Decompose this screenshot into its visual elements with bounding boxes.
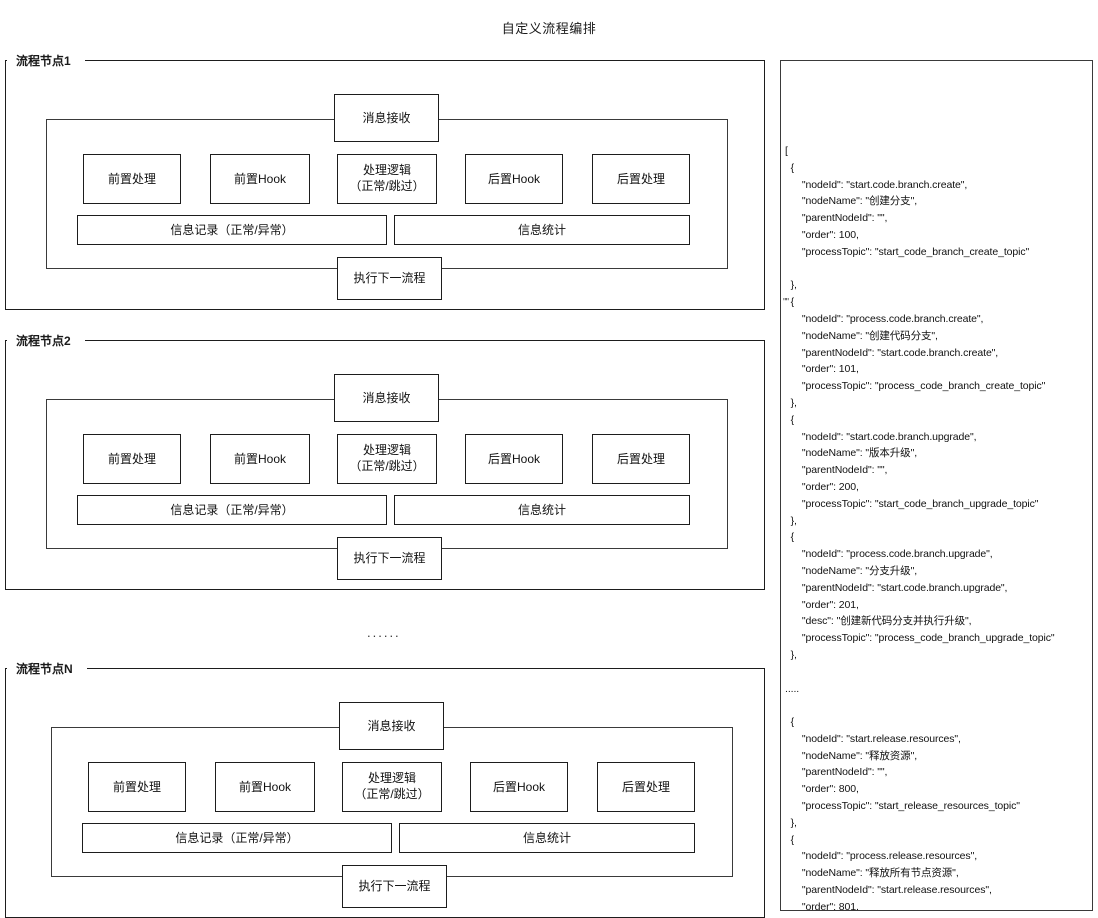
process-logic-box-1[interactable]: 处理逻辑 （正常/跳过）	[337, 154, 437, 204]
info-statistics-box-2[interactable]: 信息统计	[394, 495, 690, 525]
pre-process-box-1[interactable]: 前置处理	[83, 154, 181, 204]
node-config-json-code: [ { "nodeId": "start.code.branch.create"…	[785, 145, 1055, 911]
info-record-box-2[interactable]: 信息记录（正常/异常）	[77, 495, 387, 525]
process-logic-label-1: 处理逻辑 （正常/跳过）	[349, 163, 425, 193]
flow-node-group-n: 流程节点N 消息接收 前置处理 前置Hook 处理逻辑 （正常/跳过） 后置Ho…	[5, 660, 765, 918]
groups-ellipsis: ......	[367, 625, 401, 640]
post-hook-box-n[interactable]: 后置Hook	[470, 762, 568, 812]
process-logic-label-n: 处理逻辑 （正常/跳过）	[354, 771, 430, 801]
pre-hook-box-2[interactable]: 前置Hook	[210, 434, 310, 484]
json-artifact-mark: ""	[783, 297, 789, 308]
flow-node-group-2: 流程节点2 消息接收 前置处理 前置Hook 处理逻辑 （正常/跳过） 后置Ho…	[5, 332, 765, 590]
flow-node-group-1: 流程节点1 消息接收 前置处理 前置Hook 处理逻辑 （正常/跳过） 后置Ho…	[5, 52, 765, 310]
pre-hook-box-1[interactable]: 前置Hook	[210, 154, 310, 204]
pre-hook-box-n[interactable]: 前置Hook	[215, 762, 315, 812]
post-process-box-n[interactable]: 后置处理	[597, 762, 695, 812]
pre-process-box-2[interactable]: 前置处理	[83, 434, 181, 484]
node-config-json-panel[interactable]: "" [ { "nodeId": "start.code.branch.crea…	[780, 60, 1093, 911]
post-process-box-2[interactable]: 后置处理	[592, 434, 690, 484]
post-hook-box-2[interactable]: 后置Hook	[465, 434, 563, 484]
process-logic-box-n[interactable]: 处理逻辑 （正常/跳过）	[342, 762, 442, 812]
post-process-box-1[interactable]: 后置处理	[592, 154, 690, 204]
process-logic-label-2: 处理逻辑 （正常/跳过）	[349, 443, 425, 473]
info-statistics-box-n[interactable]: 信息统计	[399, 823, 695, 853]
next-flow-box-1[interactable]: 执行下一流程	[337, 257, 442, 300]
message-receive-box-1[interactable]: 消息接收	[334, 94, 439, 142]
pre-process-box-n[interactable]: 前置处理	[88, 762, 186, 812]
flow-node-group-2-legend: 流程节点2	[14, 332, 77, 349]
info-record-box-n[interactable]: 信息记录（正常/异常）	[82, 823, 392, 853]
flow-diagram-column: 流程节点1 消息接收 前置处理 前置Hook 处理逻辑 （正常/跳过） 后置Ho…	[5, 52, 765, 918]
next-flow-box-n[interactable]: 执行下一流程	[342, 865, 447, 908]
flow-node-group-n-legend: 流程节点N	[14, 660, 79, 677]
post-hook-box-1[interactable]: 后置Hook	[465, 154, 563, 204]
flow-node-group-1-legend: 流程节点1	[14, 52, 77, 69]
message-receive-box-2[interactable]: 消息接收	[334, 374, 439, 422]
process-logic-box-2[interactable]: 处理逻辑 （正常/跳过）	[337, 434, 437, 484]
next-flow-box-2[interactable]: 执行下一流程	[337, 537, 442, 580]
page-title: 自定义流程编排	[501, 21, 597, 36]
info-statistics-box-1[interactable]: 信息统计	[394, 215, 690, 245]
message-receive-box-n[interactable]: 消息接收	[339, 702, 444, 750]
info-record-box-1[interactable]: 信息记录（正常/异常）	[77, 215, 387, 245]
